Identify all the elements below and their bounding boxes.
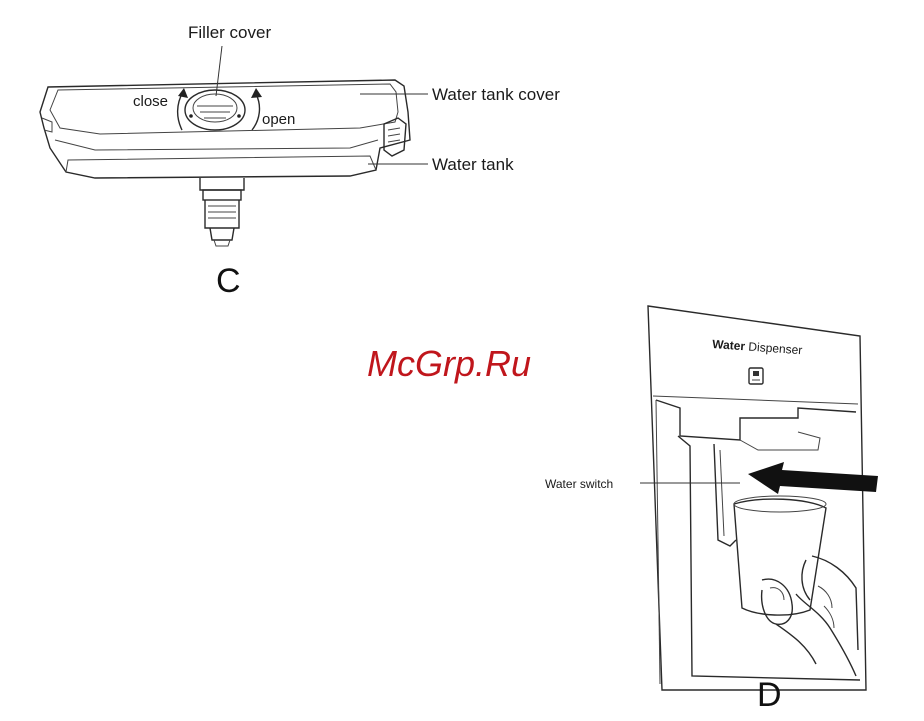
water-switch-label: Water switch: [545, 477, 613, 491]
figure-c-letter: C: [216, 262, 241, 300]
figure-d-letter: D: [757, 676, 782, 714]
dispenser-brand-text: Water Dispenser: [712, 337, 803, 357]
water-tank-valve: [200, 178, 244, 246]
close-arrow-icon: [178, 92, 183, 130]
open-arrow-icon: [252, 94, 259, 130]
push-direction-arrow-icon: [748, 462, 878, 494]
dispense-button-icon: [749, 368, 763, 384]
filler-cover: [185, 90, 245, 130]
close-arrowhead-icon: [178, 88, 188, 98]
filler-cover-leader: [216, 46, 222, 96]
dispenser-recess: [656, 400, 856, 440]
hand: [762, 556, 858, 676]
open-arrowhead-icon: [251, 88, 262, 98]
filler-cover-label: Filler cover: [188, 23, 271, 42]
water-tank-label: Water tank: [432, 155, 514, 174]
figure-d-water-dispenser: Water Dispenser Water switch D: [545, 306, 878, 714]
watermark-text: McGrp.Ru: [367, 343, 531, 384]
water-switch-lever: [714, 444, 736, 546]
close-label: close: [133, 93, 168, 110]
water-tank-cover-label: Water tank cover: [432, 85, 560, 104]
figure-c-water-tank: Filler cover close open Water tank cover…: [40, 23, 560, 300]
open-label: open: [262, 111, 295, 128]
